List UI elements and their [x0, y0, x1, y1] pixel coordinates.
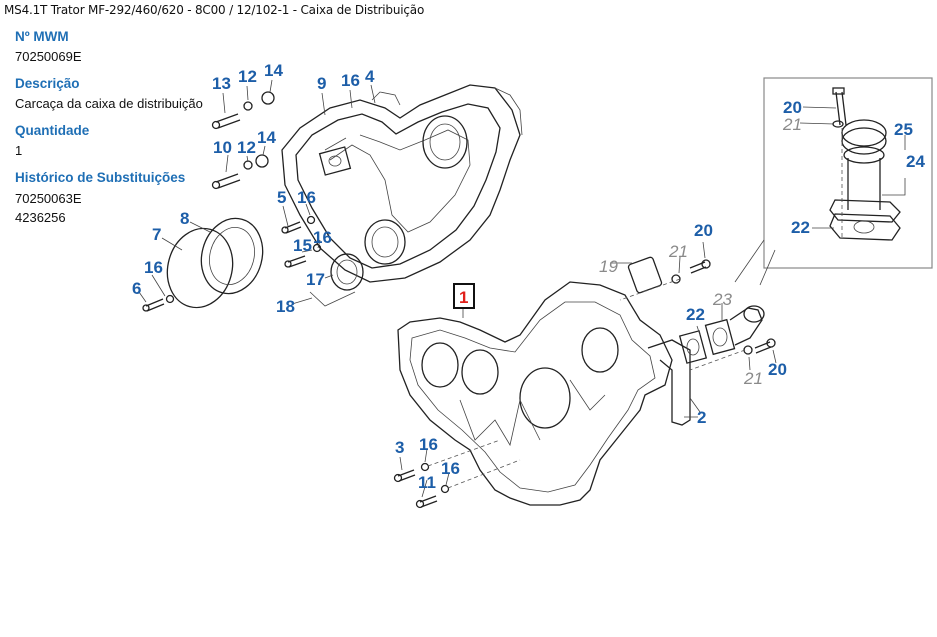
callout-8[interactable]: 8 [180, 209, 189, 228]
part-info-panel: Nº MWM 70250069E Descrição Carcaça da ca… [15, 29, 215, 237]
leader-lines [138, 79, 906, 498]
callout-16[interactable]: 16 [297, 188, 316, 207]
callout-13[interactable]: 13 [212, 74, 231, 93]
callout-17[interactable]: 17 [306, 270, 325, 289]
callout-21[interactable]: 21 [782, 115, 802, 134]
history-item[interactable]: 4236256 [15, 210, 66, 225]
mwm-block: Nº MWM 70250069E [15, 29, 215, 66]
callout-22[interactable]: 22 [686, 305, 705, 324]
fasteners-upper-left [211, 91, 356, 307]
callout-14[interactable]: 14 [257, 128, 276, 147]
selected-callout-1[interactable]: 1 [453, 283, 475, 309]
timing-housing-drawing [393, 256, 776, 509]
mwm-value: 70250069E [15, 49, 82, 64]
callout-16[interactable]: 16 [341, 71, 360, 90]
oil-filler-inset [734, 77, 933, 286]
callout-19[interactable]: 19 [599, 257, 618, 276]
callout-5[interactable]: 5 [277, 188, 286, 207]
description-label: Descrição [15, 76, 80, 91]
callout-3[interactable]: 3 [395, 438, 404, 457]
callout-21[interactable]: 21 [743, 369, 763, 388]
quantity-block: Quantidade 1 [15, 123, 215, 160]
callout-16[interactable]: 16 [441, 459, 460, 478]
description-block: Descrição Carcaça da caixa de distribuiç… [15, 76, 215, 113]
callout-12[interactable]: 12 [238, 67, 257, 86]
callout-16[interactable]: 16 [144, 258, 163, 277]
quantity-value: 1 [15, 143, 23, 158]
callout-22[interactable]: 22 [791, 218, 810, 237]
callout-20[interactable]: 20 [783, 98, 802, 117]
callout-12[interactable]: 12 [237, 138, 256, 157]
window-title: MS4.1T Trator MF-292/460/620 - 8C00 / 12… [4, 3, 425, 17]
callout-7[interactable]: 7 [152, 225, 161, 244]
callout-25[interactable]: 25 [894, 120, 913, 139]
callout-20[interactable]: 20 [694, 221, 713, 240]
callout-1[interactable]: 1 [459, 288, 468, 307]
callout-6[interactable]: 6 [132, 279, 141, 298]
callout-9[interactable]: 9 [317, 74, 326, 93]
cover-plate-drawing [142, 217, 264, 312]
callout-21[interactable]: 21 [668, 242, 688, 261]
timing-cover-drawing [281, 84, 523, 291]
callout-24[interactable]: 24 [906, 152, 925, 171]
callout-23[interactable]: 23 [712, 290, 732, 309]
callout-10[interactable]: 10 [213, 138, 232, 157]
description-value: Carcaça da caixa de distribuição [15, 96, 203, 111]
mwm-label: Nº MWM [15, 29, 69, 44]
history-block: Histórico de Substituições 70250063E 423… [15, 170, 215, 227]
callout-16[interactable]: 16 [313, 228, 332, 247]
callout-18[interactable]: 18 [276, 297, 295, 316]
callout-4[interactable]: 4 [365, 67, 375, 86]
callout-16[interactable]: 16 [419, 435, 438, 454]
callout-20[interactable]: 20 [768, 360, 787, 379]
callout-14[interactable]: 14 [264, 61, 283, 80]
callout-15[interactable]: 15 [293, 236, 312, 255]
callouts: 13 12 14 10 12 14 9 16 4 5 16 15 16 17 1… [132, 61, 925, 492]
history-item[interactable]: 70250063E [15, 191, 82, 206]
history-label: Histórico de Substituições [15, 170, 186, 185]
callout-11[interactable]: 11 [418, 473, 436, 492]
quantity-label: Quantidade [15, 123, 90, 138]
callout-2[interactable]: 2 [697, 408, 706, 427]
